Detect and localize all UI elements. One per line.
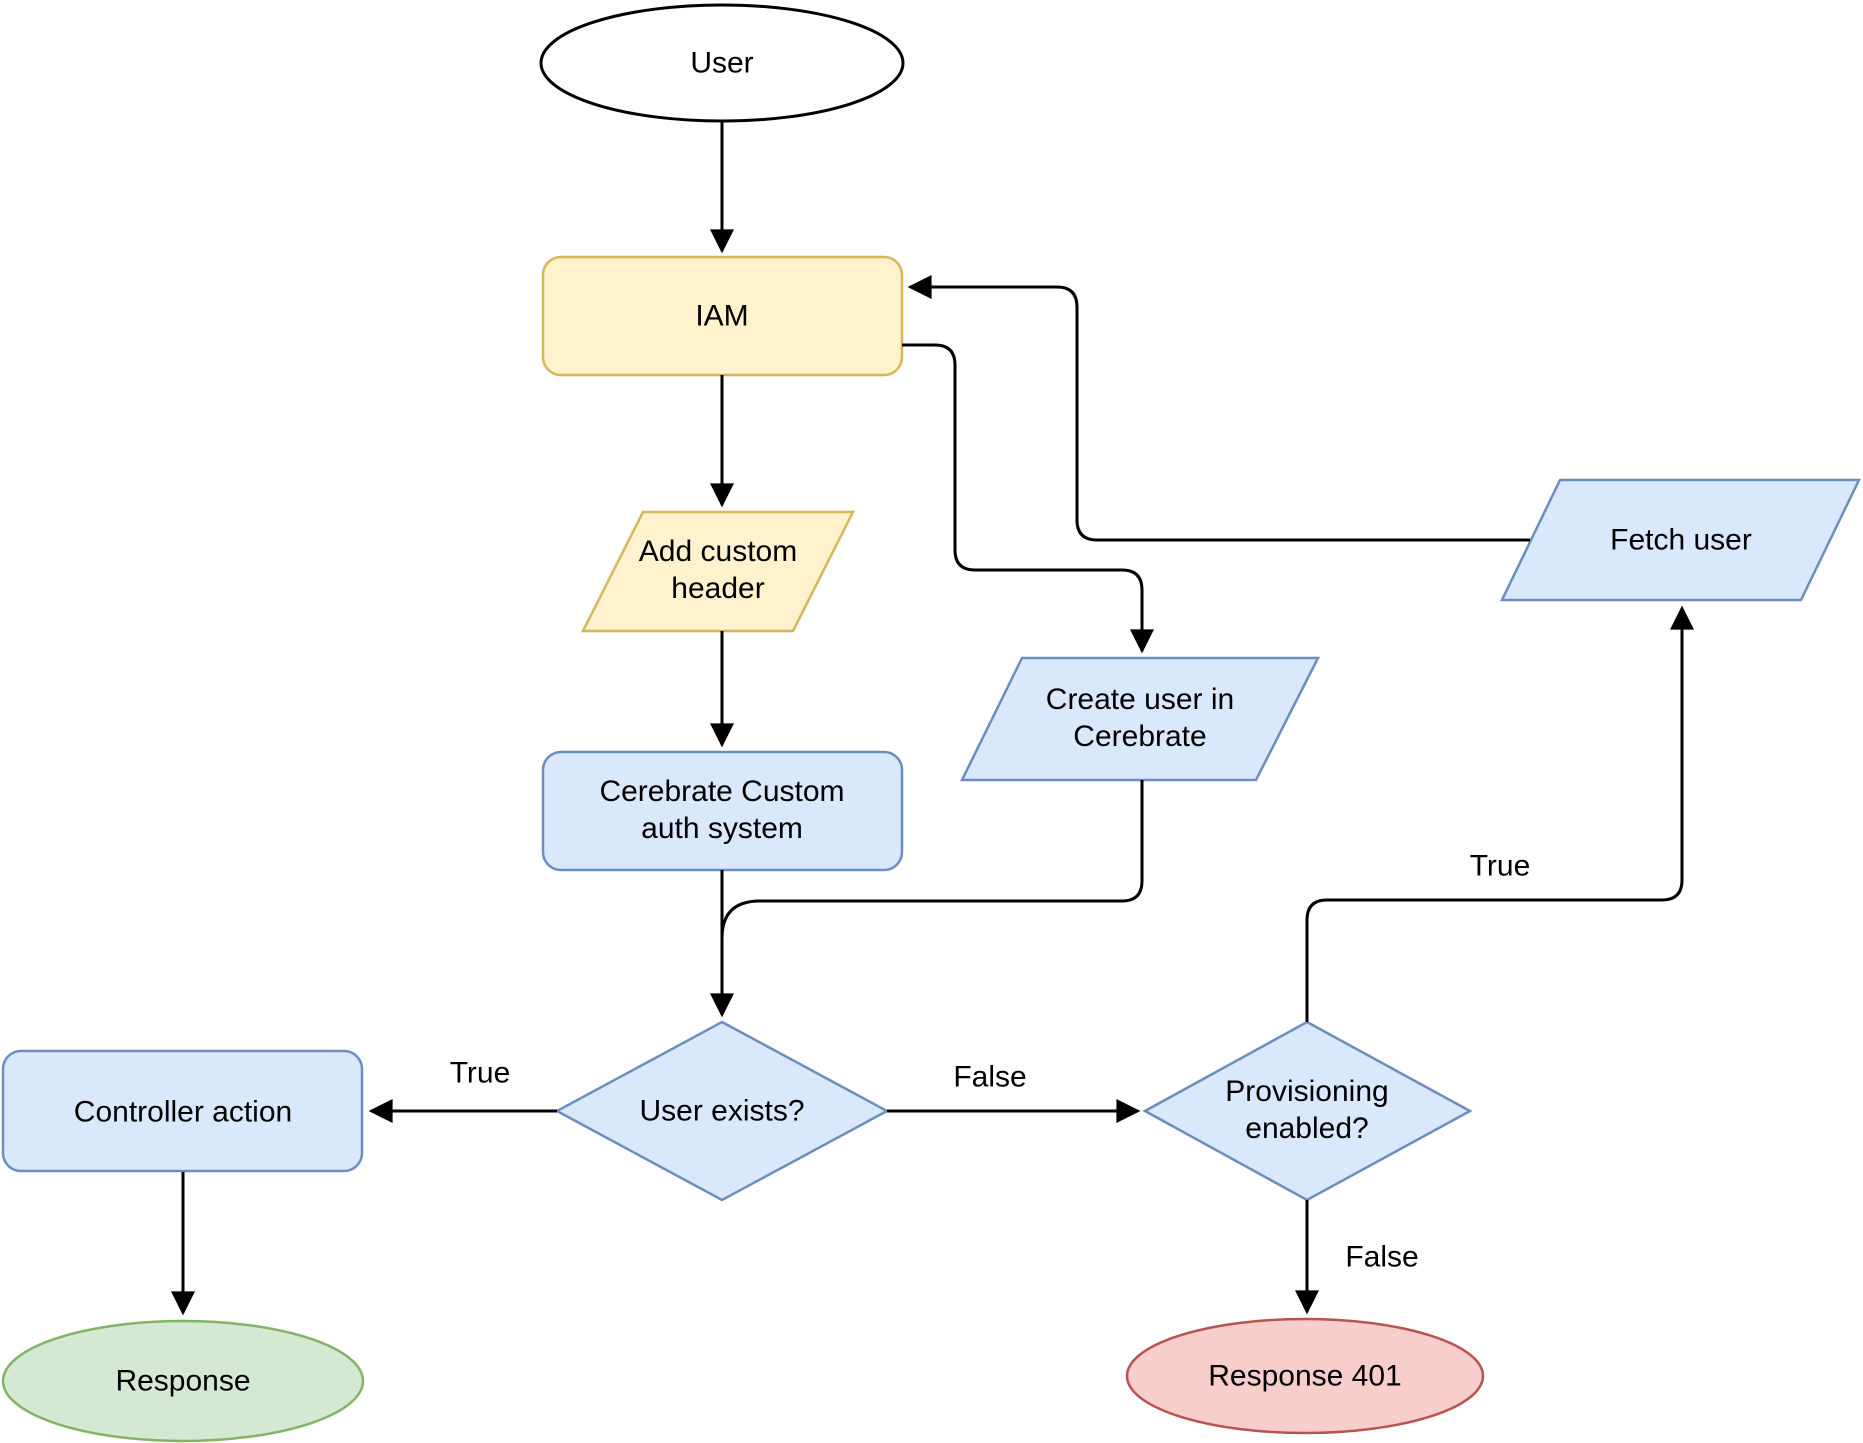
user-exists-decision-node [554, 1020, 890, 1202]
response-401-node [1125, 1317, 1485, 1435]
add-custom-header-node [580, 510, 856, 633]
edge-fetch-user-to-iam [907, 275, 1530, 542]
create-user-node [959, 656, 1321, 782]
fetch-user-node [1500, 478, 1861, 602]
edge-provisioning-true-to-fetch-user [1305, 605, 1694, 1022]
response-node [1, 1319, 365, 1443]
edge-iam-to-create-user [902, 343, 1154, 654]
edge-create-user-to-user-exists [720, 780, 1144, 939]
iam-node [541, 255, 904, 377]
provisioning-decision-node [1142, 1020, 1473, 1202]
cerebrate-auth-node [541, 750, 904, 872]
user-node [539, 3, 905, 123]
controller-action-node [1, 1049, 364, 1173]
